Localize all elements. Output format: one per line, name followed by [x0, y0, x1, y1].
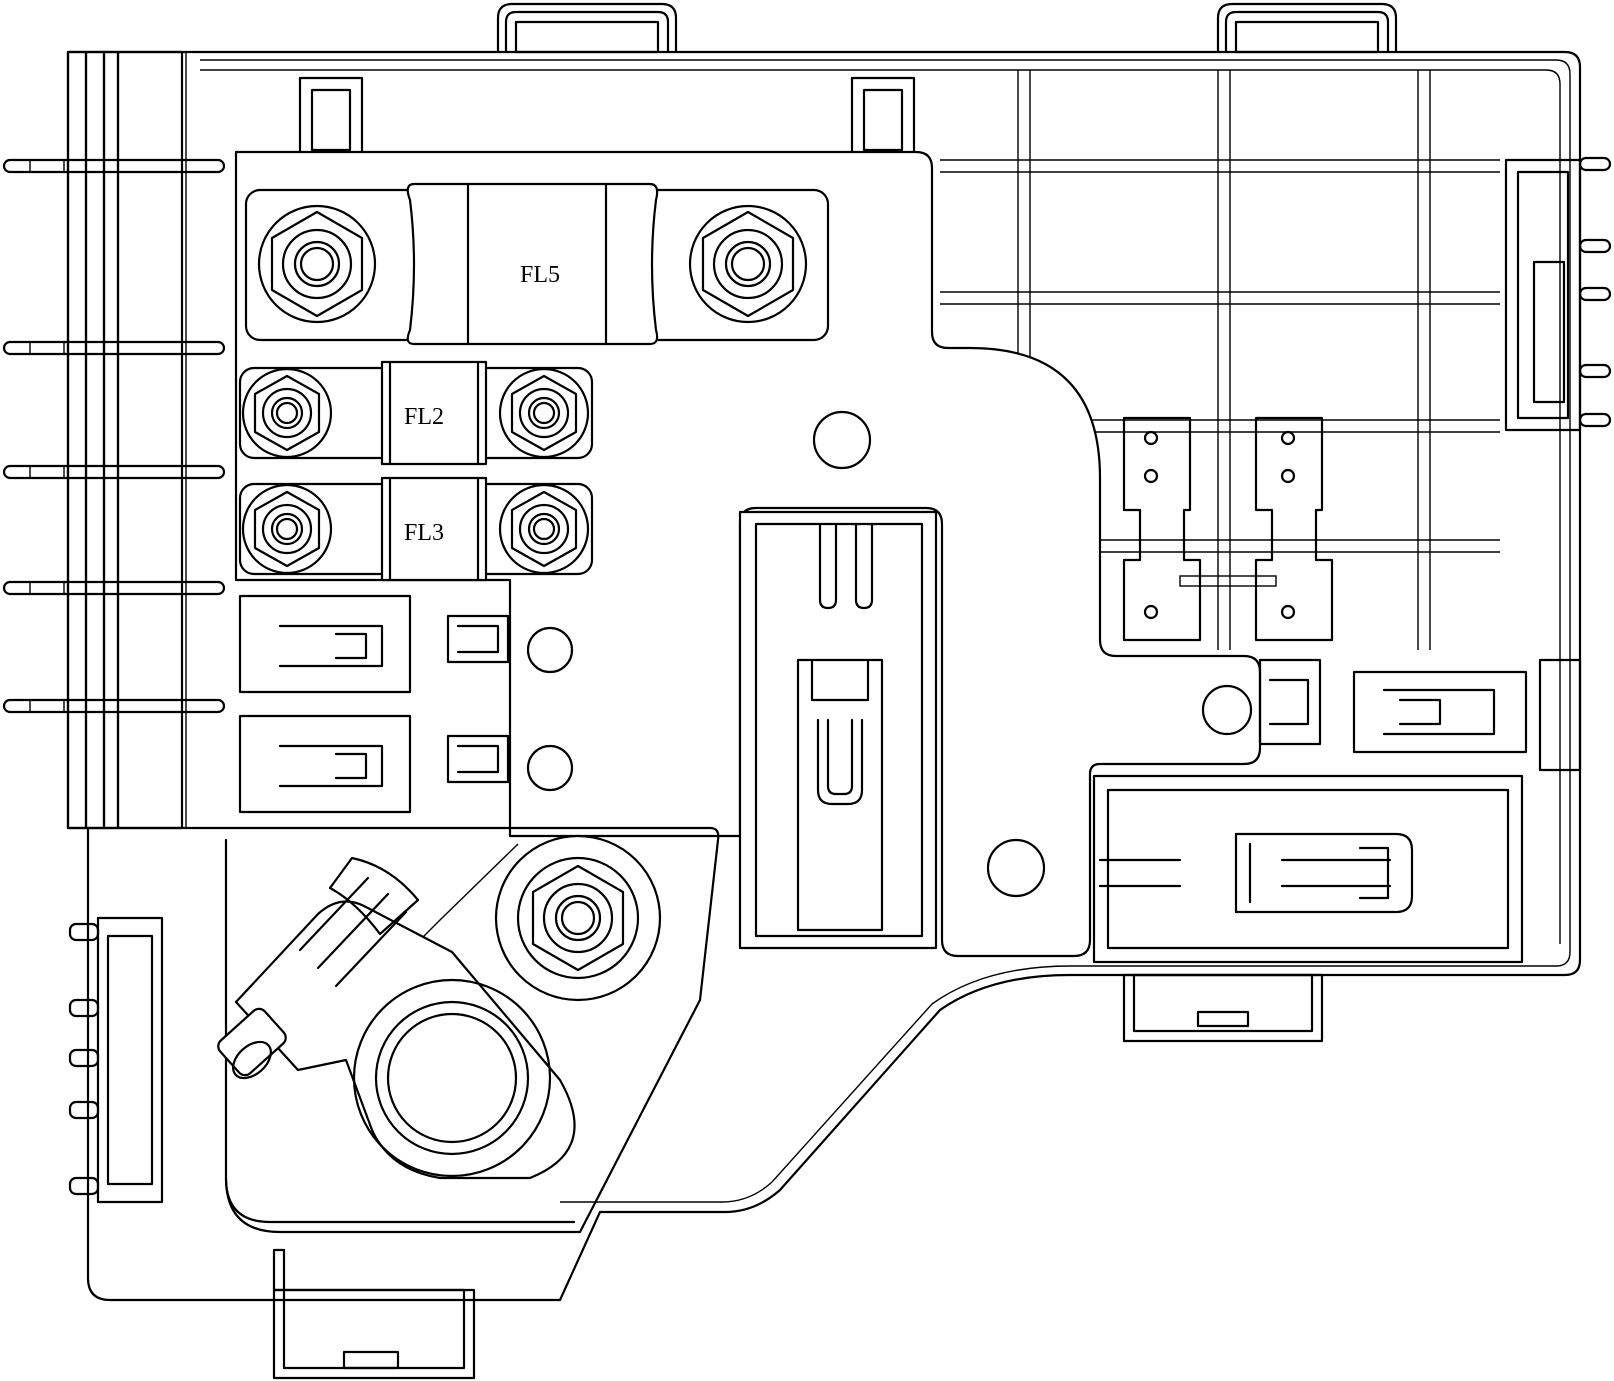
bottom-right-mounting-tab — [1122, 973, 1324, 1043]
battery-terminal-clamp — [217, 856, 576, 1180]
center-connector — [738, 510, 938, 950]
latch-posts — [298, 76, 916, 160]
fuse-label-fl2: FL2 — [404, 404, 444, 430]
main-post-nut — [494, 834, 662, 1002]
left-side-pins — [68, 922, 100, 1196]
lower-right-connector — [1092, 774, 1524, 964]
right-side-connector — [1504, 156, 1612, 432]
fuse-label-fl3: FL3 — [404, 520, 444, 546]
fl5-nut-right — [688, 204, 808, 324]
fl3-nut-right — [498, 483, 590, 575]
fuse-fl5: FL5 — [244, 182, 830, 346]
pin-2 — [2, 340, 226, 356]
right-grid — [940, 70, 1500, 650]
right-pins — [1578, 156, 1612, 428]
left-side-connector — [68, 916, 164, 1204]
right-blade-slots — [1258, 658, 1582, 772]
bottom-left-mounting-tab — [272, 1248, 476, 1380]
relay-terminal-right — [1254, 416, 1334, 642]
relay-terminal-left — [1122, 416, 1202, 642]
fuse-fl2: FL2 — [238, 360, 594, 466]
fl2-nut-right — [498, 367, 590, 459]
fuse-fl3: FL3 — [238, 476, 594, 582]
top-mounting-clip-right — [1216, 2, 1398, 54]
fl3-nut-left — [241, 483, 333, 575]
housing-outline — [66, 50, 1582, 1302]
left-blade-slots — [238, 594, 510, 814]
busbar-plate — [234, 150, 1262, 958]
left-pins — [2, 158, 226, 714]
pin-1 — [2, 158, 226, 174]
fl2-nut-left — [241, 367, 333, 459]
fuse-label-fl5: FL5 — [520, 262, 560, 288]
pin-4 — [2, 580, 226, 596]
pin-3 — [2, 464, 226, 480]
fl5-nut-left — [257, 204, 377, 324]
pin-5 — [2, 698, 226, 714]
top-mounting-clip-left — [496, 2, 678, 54]
